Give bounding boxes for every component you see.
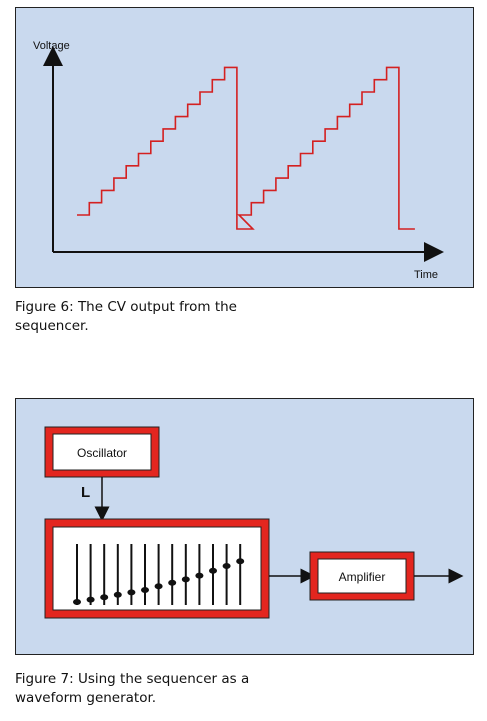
slider-knob xyxy=(209,567,217,574)
y-axis-label: Voltage xyxy=(33,40,70,52)
clock-pulse-symbol: L xyxy=(81,484,90,501)
x-axis-label: Time xyxy=(414,269,438,281)
slider-knob xyxy=(195,572,204,579)
sequencer-block-diagram: Oscillator L Amplifier xyxy=(44,426,464,619)
slider-knob xyxy=(86,596,95,603)
slider-knob xyxy=(236,558,245,565)
slider-knob xyxy=(141,587,149,593)
slider-knob xyxy=(168,579,177,586)
cv-output-figure-panel: Voltage Time xyxy=(15,7,474,288)
slider-knob xyxy=(222,563,231,569)
amplifier-label: Amplifier xyxy=(339,570,386,584)
waveform-line xyxy=(77,66,415,230)
slider-knob xyxy=(100,594,109,601)
oscillator-block: Oscillator xyxy=(44,426,160,478)
slider-knob xyxy=(181,576,190,583)
slider-knob xyxy=(73,599,81,605)
slider-knob xyxy=(154,583,163,590)
figure-6-caption: Figure 6: The CV output from the sequenc… xyxy=(15,298,315,336)
slider-knob xyxy=(113,591,122,598)
figure-7-caption-line-1: Figure 7: Using the sequencer as a xyxy=(15,671,250,687)
stepped-sawtooth-waveform xyxy=(77,66,415,230)
sequencer-diagram-panel: Oscillator L Amplifier xyxy=(15,398,474,655)
figure-7-caption-line-2: waveform generator. xyxy=(15,690,157,706)
figure-6-caption-line-2: sequencer. xyxy=(15,318,89,334)
sequencer-block xyxy=(44,518,270,619)
amplifier-block: Amplifier xyxy=(309,551,415,601)
sequencer-sliders xyxy=(73,544,245,605)
slider-knob xyxy=(127,589,136,596)
cv-output-graph: Voltage Time xyxy=(33,40,444,281)
figure-6-caption-line-1: Figure 6: The CV output from the xyxy=(15,299,237,315)
figure-7-caption: Figure 7: Using the sequencer as a wavef… xyxy=(15,670,315,708)
oscillator-label: Oscillator xyxy=(77,446,127,460)
